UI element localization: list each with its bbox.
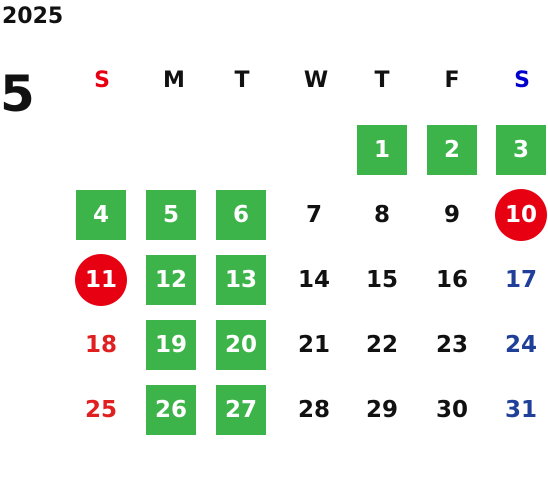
day-cell: 24 — [504, 332, 537, 358]
weekday-monday: M — [163, 68, 185, 93]
day-cell: 5 — [146, 190, 196, 240]
day-cell: 6 — [216, 190, 266, 240]
day-cell: 23 — [435, 332, 468, 358]
day-cell: 9 — [443, 202, 460, 228]
weekday-saturday: S — [514, 68, 530, 93]
weekday-friday: F — [444, 68, 460, 93]
day-cell: 19 — [146, 320, 196, 370]
day-cell: 22 — [365, 332, 398, 358]
year-label: 2025 — [2, 4, 64, 29]
day-cell: 31 — [504, 397, 537, 423]
day-cell: 7 — [305, 202, 322, 228]
day-cell: 16 — [435, 267, 468, 293]
day-cell: 1 — [357, 125, 407, 175]
day-cell: 13 — [216, 255, 266, 305]
weekday-wednesday: W — [303, 68, 329, 93]
weekday-thursday: T — [374, 68, 390, 93]
day-cell: 8 — [373, 202, 390, 228]
day-cell: 14 — [297, 267, 330, 293]
month-label: 5 — [0, 65, 35, 123]
day-cell: 20 — [216, 320, 266, 370]
day-cell: 3 — [496, 125, 546, 175]
day-cell: 18 — [84, 332, 117, 358]
day-cell: 28 — [297, 397, 330, 423]
day-cell: 21 — [297, 332, 330, 358]
day-cell: 12 — [146, 255, 196, 305]
day-cell: 15 — [365, 267, 398, 293]
day-cell: 17 — [504, 267, 537, 293]
day-cell: 30 — [435, 397, 468, 423]
day-cell: 29 — [365, 397, 398, 423]
day-cell: 25 — [84, 397, 117, 423]
day-cell: 10 — [495, 189, 547, 241]
weekday-sunday: S — [94, 68, 110, 93]
day-cell: 11 — [75, 254, 127, 306]
weekday-tuesday: T — [234, 68, 250, 93]
day-cell: 4 — [76, 190, 126, 240]
day-cell: 27 — [216, 385, 266, 435]
day-cell: 2 — [427, 125, 477, 175]
day-cell: 26 — [146, 385, 196, 435]
